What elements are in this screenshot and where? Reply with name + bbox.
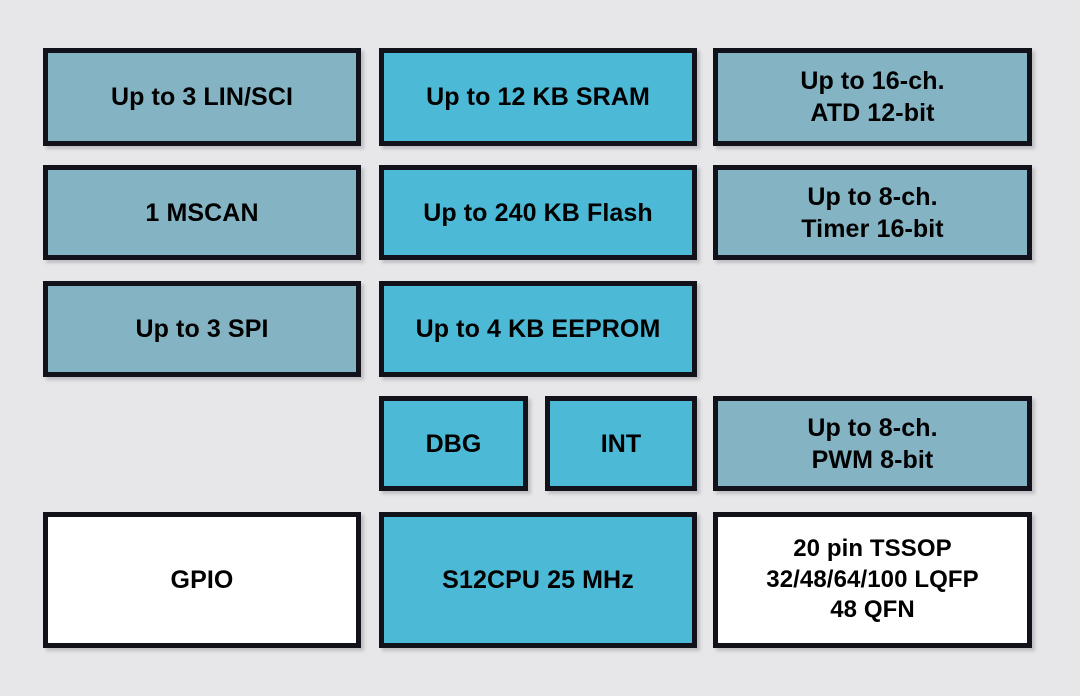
flash-block: Up to 240 KB Flash (379, 165, 697, 260)
eeprom-block: Up to 4 KB EEPROM (379, 281, 697, 377)
mscan-block-label: 1 MSCAN (145, 198, 259, 227)
s12cpu-block: S12CPU 25 MHz (379, 512, 697, 648)
flash-block-label: Up to 240 KB Flash (423, 198, 653, 227)
sram-block: Up to 12 KB SRAM (379, 48, 697, 146)
dbg-block-label: DBG (425, 429, 482, 458)
lin-sci-block: Up to 3 LIN/SCI (43, 48, 361, 146)
eeprom-block-label: Up to 4 KB EEPROM (415, 315, 661, 343)
atd-block-label: Up to 16-ch.ATD 12-bit (800, 67, 945, 127)
gpio-block-label: GPIO (170, 566, 234, 594)
sram-block-label: Up to 12 KB SRAM (426, 83, 650, 111)
spi-block-label: Up to 3 SPI (135, 315, 269, 343)
atd-block: Up to 16-ch.ATD 12-bit (713, 48, 1032, 146)
gpio-block: GPIO (43, 512, 361, 648)
dbg-block: DBG (379, 396, 528, 491)
int-block: INT (545, 396, 697, 491)
mscan-block: 1 MSCAN (43, 165, 361, 260)
pwm-block-label: Up to 8-ch.PWM 8-bit (807, 413, 938, 474)
s12cpu-block-label: S12CPU 25 MHz (442, 566, 634, 594)
lin-sci-block-label: Up to 3 LIN/SCI (110, 83, 294, 111)
timer-block: Up to 8-ch.Timer 16-bit (713, 165, 1032, 260)
int-block-label: INT (600, 429, 642, 458)
pwm-block: Up to 8-ch.PWM 8-bit (713, 396, 1032, 491)
spi-block: Up to 3 SPI (43, 281, 361, 377)
timer-block-label: Up to 8-ch.Timer 16-bit (801, 182, 944, 243)
